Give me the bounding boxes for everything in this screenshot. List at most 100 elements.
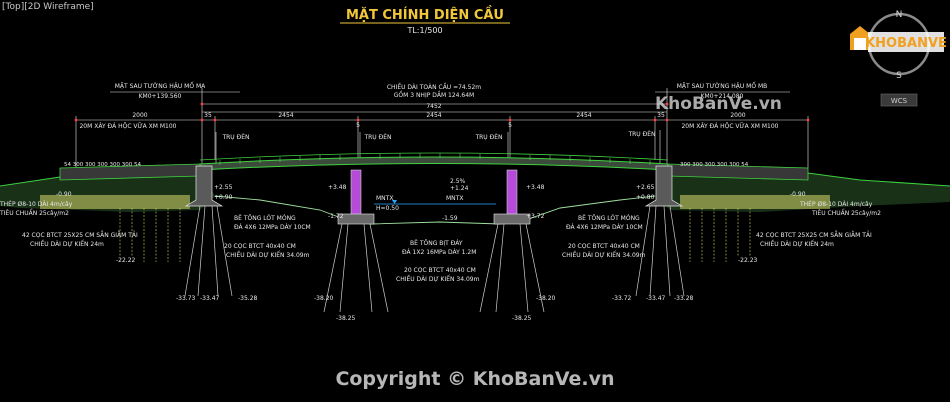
drawing-scale: TL:1/500 xyxy=(406,26,442,35)
right-note-1: THÉP Ø8-10 DÀI 4m/cây xyxy=(799,200,873,208)
right-abutment-station: KM0+214.080 xyxy=(701,93,744,100)
elev-right-pile-a: -22.23 xyxy=(738,257,758,264)
elev-left-pile-c: -33.47 xyxy=(200,295,220,302)
elev-pier1-top: +3.48 xyxy=(328,184,347,191)
elev-left-pile-a: -22.22 xyxy=(116,257,136,264)
piers xyxy=(337,169,531,225)
elev-p-bottom: -1.59 xyxy=(442,215,458,222)
khobanve-logo: KHOBANVE xyxy=(850,26,946,52)
dim-span-2: 2454 xyxy=(426,112,441,119)
elev-right-pile-b: -33.72 xyxy=(612,295,632,302)
right-note-2: TIÊU CHUẨN 25cây/m2 xyxy=(811,209,881,217)
right-notes: THÉP Ø8-10 DÀI 4m/cây TIÊU CHUẨN 25cây/m… xyxy=(562,200,881,259)
right-slope-note: 20M XÂY ĐÁ HỘC VỮA XM M100 xyxy=(681,123,778,130)
right-abutment-label: MẶT SAU TƯỜNG HẬU MỐ MB xyxy=(677,82,768,90)
total-length-label: CHIỀU DÀI TOÀN CẦU =74.52m xyxy=(387,83,481,91)
left-note-6: ĐÁ 4X6 12MPa DÀY 10CM xyxy=(234,224,311,231)
left-abutment-label: MẶT SAU TƯỜNG HẬU MỐ MA xyxy=(115,82,206,90)
watermark-text: KhoBanVe.vn xyxy=(655,94,782,114)
elev-left-pile-d: -35.28 xyxy=(238,295,258,302)
logo-text: KHOBANVE xyxy=(865,36,946,51)
elev-mnl: MNTX xyxy=(446,195,463,202)
bridge-deck xyxy=(59,152,809,181)
left-note-1: THÉP Ø8-10 DÀI 4m/cây xyxy=(0,200,73,208)
elev-left-pile-b: -33.73 xyxy=(176,295,196,302)
dim-joint-2: 5 xyxy=(508,122,512,129)
dim-left-approach: 2000 xyxy=(132,112,147,119)
elev-mntx: MNTX xyxy=(376,195,393,202)
piles xyxy=(184,205,685,313)
dim-joint-1: 5 xyxy=(356,122,360,129)
light-pole-label-3: TRỤ ĐÈN xyxy=(474,133,502,141)
elev-pier2-pile-a: -38.20 xyxy=(536,295,556,302)
elev-left-mid: -0.90 xyxy=(56,191,72,198)
right-note-3: 42 CỌC BTCT 25X25 CM SẴN GIẰM TẢI xyxy=(756,231,872,239)
dimension-ticks xyxy=(74,102,810,122)
dim-span-3: 2454 xyxy=(576,112,591,119)
left-slope-note: 20M XÂY ĐÁ HỘC VỮA XM M100 xyxy=(79,123,176,130)
dim-right-approach: 2000 xyxy=(730,112,745,119)
wcs-label: WCS xyxy=(891,97,908,105)
right-note-5: BÊ TÔNG LÓT MÓNG xyxy=(578,214,640,222)
left-note-4: CHIỀU DÀI DỰ KIẾN 24m xyxy=(30,240,104,248)
elevation-labels: +2.55 +0.90 -0.90 +2.65 +0.80 -0.90 +3.4… xyxy=(56,178,806,322)
small-piles xyxy=(119,208,751,262)
dim-right-gap: 35 xyxy=(657,112,665,119)
elev-pct: 2.5% xyxy=(450,178,466,185)
center-note-2: ĐÁ 1X2 16MPa DÀY 1.2M xyxy=(402,249,476,256)
overall-dimension: 7452 xyxy=(426,103,441,110)
right-small-dims: 300 300 300 300 300 54 xyxy=(680,162,749,168)
drawing-title: MẶT CHÍNH DIỆN CẦU xyxy=(346,5,504,23)
left-note-5: BÊ TÔNG LÓT MÓNG xyxy=(234,214,296,222)
left-note-3: 42 CỌC BTCT 25X25 CM SẴN GIẰM TẢI xyxy=(22,231,138,239)
right-note-7: 20 CỌC BTCT 40x40 CM xyxy=(568,243,640,250)
elev-right-pile-c: -33.47 xyxy=(646,295,666,302)
spans-label: GỒM 3 NHỊP DẦM 124.64M xyxy=(394,90,474,99)
compass-south-label: S xyxy=(896,71,902,81)
wcs-badge[interactable]: WCS xyxy=(880,93,918,107)
dimension-lines xyxy=(75,88,809,168)
light-pole-label-2: TRỤ ĐÈN xyxy=(363,133,391,141)
left-abutment-station: KM0+139.560 xyxy=(139,93,182,100)
right-note-8: CHIỀU DÀI DỰ KIẾN 34.09m xyxy=(562,251,646,259)
left-small-dims: 54 300 300 300 300 300 54 xyxy=(64,162,141,168)
span-dimensions: 2000 35 2454 5 2454 5 2454 35 2000 xyxy=(132,112,745,129)
elev-left-deck: +2.55 xyxy=(214,184,233,191)
elev-pier1-pile-b: -38.25 xyxy=(336,315,356,322)
right-note-4: CHIỀU DÀI DỰ KIẾN 24m xyxy=(760,240,834,248)
elev-pier2-foot: +3.72 xyxy=(526,213,545,220)
left-note-8: CHIỀU DÀI DỰ KIẾN 34.09m xyxy=(226,251,310,259)
elev-pier2-pile-b: -38.25 xyxy=(512,315,532,322)
light-pole-label-1: TRỤ ĐÈN xyxy=(221,133,249,141)
light-pole-labels: TRỤ ĐÈN TRỤ ĐÈN TRỤ ĐÈN TRỤ ĐÈN xyxy=(221,130,655,141)
left-note-7: 20 CỌC BTCT 40x40 CM xyxy=(224,243,296,250)
view-label[interactable]: [Top][2D Wireframe] xyxy=(2,2,94,12)
copyright-text: Copyright © KhoBanVe.vn xyxy=(335,368,615,390)
railing-posts xyxy=(219,153,651,165)
center-note-3: 20 CỌC BTCT 40x40 CM xyxy=(404,267,476,274)
water-level xyxy=(374,200,496,205)
elev-right-pile-d: -33.28 xyxy=(674,295,694,302)
abutments xyxy=(184,165,684,207)
elev-pier1-pile-a: -38.20 xyxy=(314,295,334,302)
ground-profile xyxy=(0,167,950,225)
elev-pier2-top: +3.48 xyxy=(526,184,545,191)
light-pole-label-4: TRỤ ĐÈN xyxy=(627,130,655,138)
elev-pier1-foot: -1.72 xyxy=(328,213,344,220)
elev-right-mid: -0.90 xyxy=(790,191,806,198)
elev-mid-slope: +1.24 xyxy=(450,185,469,192)
elev-right-deck: +2.65 xyxy=(636,184,655,191)
center-note-1: BÊ TÔNG BỊT ĐÁY xyxy=(410,239,463,247)
compass-north-label: N xyxy=(896,10,903,20)
left-note-2: TIÊU CHUẨN 25cây/m2 xyxy=(0,209,69,217)
elev-left-top: +0.90 xyxy=(214,194,233,201)
left-notes: THÉP Ø8-10 DÀI 4m/cây TIÊU CHUẨN 25cây/m… xyxy=(0,200,311,259)
elev-h: H=0.50 xyxy=(376,205,399,212)
center-note-4: CHIỀU DÀI DỰ KIẾN 34.09m xyxy=(396,275,480,283)
right-note-6: ĐÁ 4X6 12MPa DÀY 10CM xyxy=(566,224,643,231)
center-notes: BÊ TÔNG BỊT ĐÁY ĐÁ 1X2 16MPa DÀY 1.2M 20… xyxy=(396,239,480,283)
dim-left-gap: 35 xyxy=(204,112,212,119)
elev-right-top: +0.80 xyxy=(636,194,655,201)
